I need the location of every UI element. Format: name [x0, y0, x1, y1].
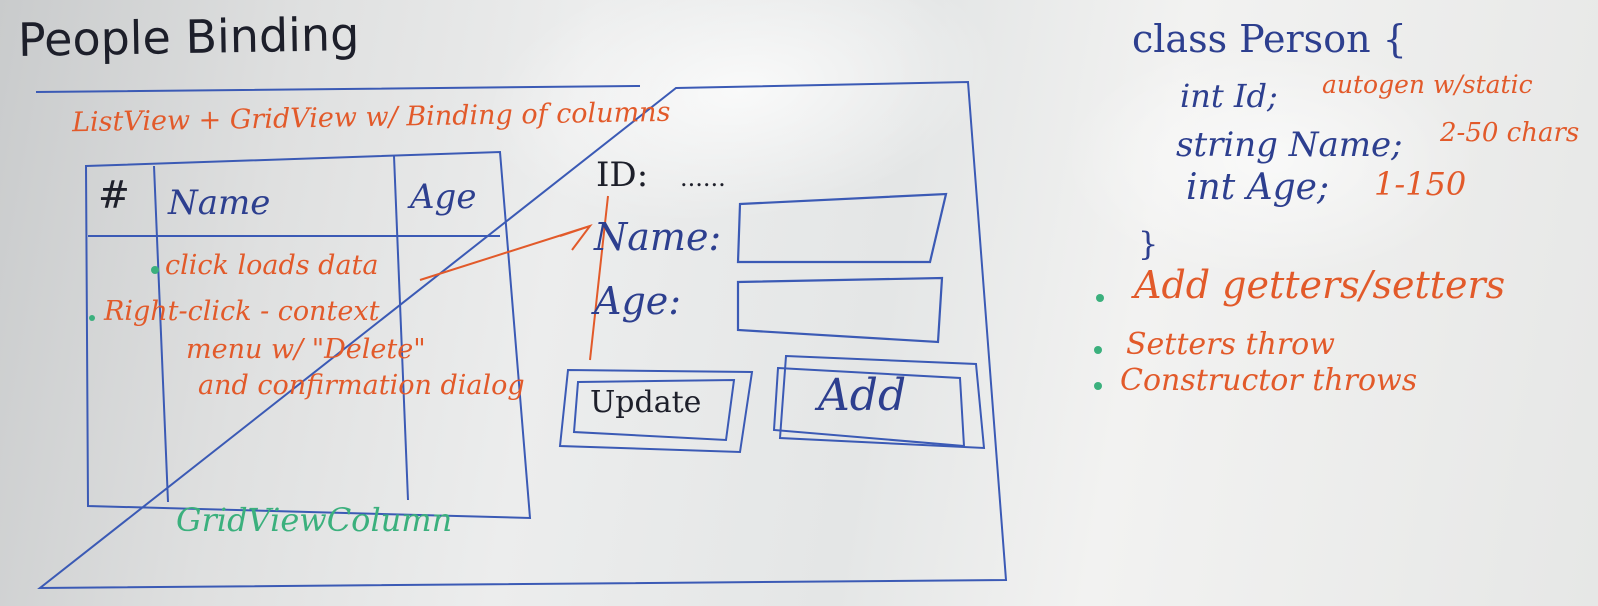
- grid-header-name: Name: [168, 183, 271, 223]
- grid-note-click: click loads data: [165, 250, 379, 281]
- page-title: People Binding: [17, 7, 360, 67]
- field-name-decl: string Name;: [1176, 125, 1403, 165]
- update-button[interactable]: Update: [590, 385, 702, 420]
- grid-col-divider-2: [393, 155, 409, 501]
- id-value: ......: [680, 164, 726, 192]
- grid-footer: GridViewColumn: [176, 501, 453, 539]
- name-label: Name:: [594, 215, 722, 259]
- update-outline-outer: [558, 368, 754, 454]
- class-header: class Person {: [1132, 17, 1407, 61]
- field-name-note: 2-50 chars: [1440, 118, 1580, 148]
- age-label: Age:: [594, 279, 682, 323]
- bullet-getters-setters: Add getters/setters: [1134, 263, 1506, 307]
- field-id-decl: int Id;: [1180, 77, 1278, 115]
- add-button[interactable]: Add: [818, 370, 907, 421]
- grid-outline: [84, 150, 532, 520]
- grid-note-menu: menu w/ "Delete": [186, 334, 426, 365]
- grid-header-hash: #: [98, 173, 130, 217]
- class-close: }: [1138, 225, 1159, 263]
- update-outline-inner: [572, 378, 736, 442]
- field-age-note: 1-150: [1374, 165, 1467, 203]
- data-load-arrow: [419, 195, 609, 361]
- id-label: ID:: [596, 155, 649, 195]
- grid-note-dialog: and confirmation dialog: [198, 370, 525, 401]
- bullet-setters-throw: Setters throw: [1126, 327, 1335, 362]
- grid-header-age: Age: [410, 177, 477, 217]
- window-frame: [35, 80, 1008, 590]
- add-outline-outer: [778, 354, 986, 450]
- add-outline-inner: [772, 366, 966, 448]
- field-age-decl: int Age;: [1186, 167, 1330, 208]
- grid-col-divider-1: [153, 165, 169, 503]
- grid-note-rightclick: Right-click - context: [104, 296, 380, 327]
- age-textbox: [736, 276, 944, 344]
- field-id-note: autogen w/static: [1322, 70, 1533, 99]
- bullet-constructor-throws: Constructor throws: [1120, 363, 1418, 398]
- name-textbox: [736, 192, 948, 264]
